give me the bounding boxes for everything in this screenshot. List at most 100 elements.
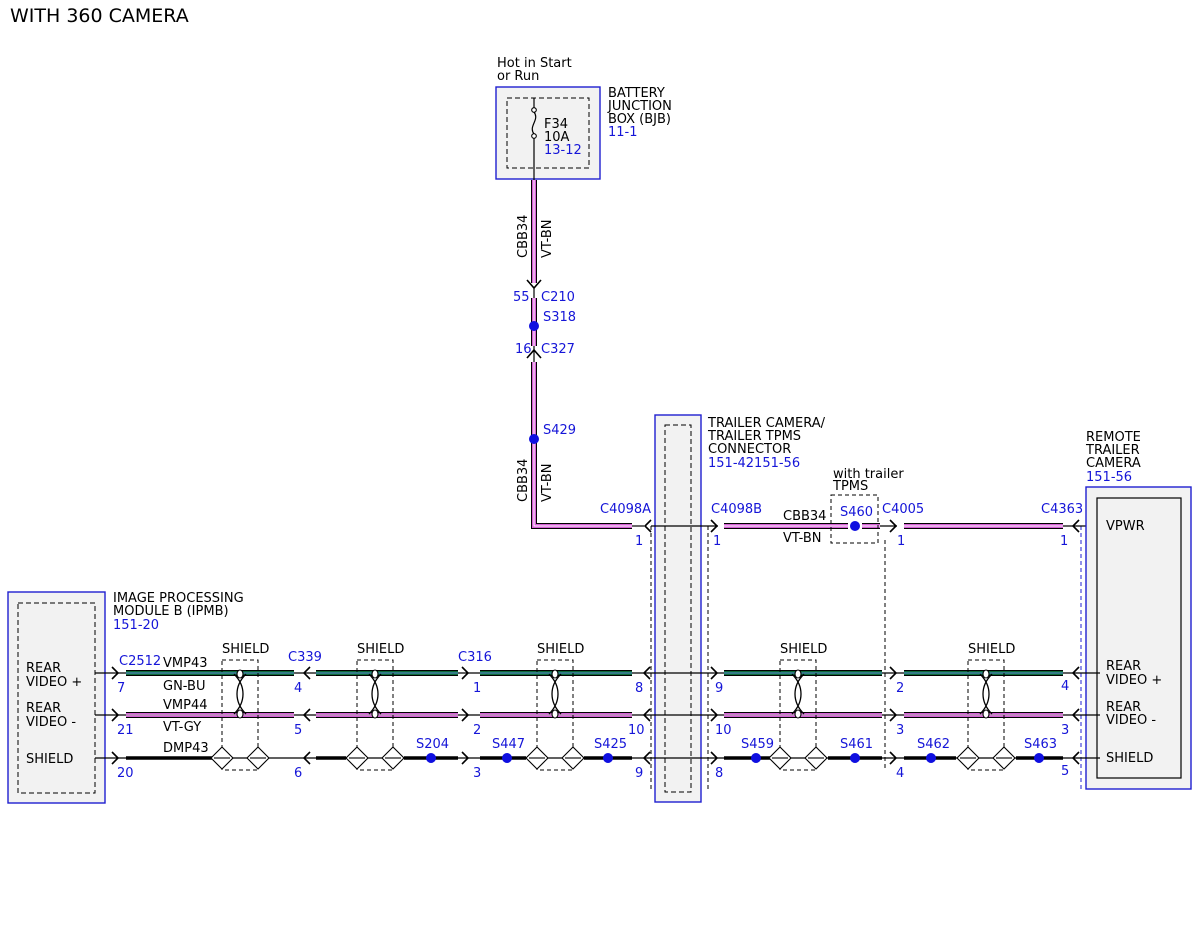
c2512-pin-1: 7 — [117, 681, 125, 696]
power-circuit-top: CBB34 — [516, 215, 531, 258]
c4005-label: C4005 — [882, 502, 924, 517]
trailer-connector-box — [654, 414, 702, 803]
c4005-pin-1: 2 — [896, 681, 904, 696]
bjb-condition-line2: or Run — [497, 69, 539, 84]
fuse-ref: 13-12 — [544, 143, 582, 158]
c4098b-pin-2: 10 — [715, 723, 732, 738]
bjb-inner-box — [506, 97, 590, 169]
c316-pin-3: 3 — [473, 766, 481, 781]
camera-pin-rv-plus-1: REAR — [1106, 659, 1141, 674]
shield-label-4: SHIELD — [780, 642, 827, 657]
vmp43-circuit: VMP43 — [163, 656, 208, 671]
ipmb-pin-shield: SHIELD — [26, 752, 73, 767]
c4005-power-arrow — [889, 519, 898, 533]
s461-label: S461 — [840, 737, 873, 752]
c339-pin-1: 4 — [294, 681, 302, 696]
bjb-name-line2: JUNCTION — [607, 99, 672, 114]
s459-splice — [751, 753, 761, 763]
c316-pin-2: 2 — [473, 723, 481, 738]
c316-label: C316 — [458, 650, 492, 665]
camera-name-line2: TRAILER — [1085, 443, 1140, 458]
power-color-top: VT-BN — [540, 219, 555, 258]
ipmb-module-box — [7, 591, 106, 804]
page-title: WITH 360 CAMERA — [10, 5, 189, 27]
power-circuit-bottom: CBB34 — [516, 459, 531, 502]
trailer-connector-line2: TRAILER TPMS — [707, 429, 801, 444]
bjb-condition-line1: Hot in Start — [497, 56, 572, 71]
bjb-module-box — [495, 86, 601, 180]
camera-ref: 151-56 — [1086, 470, 1132, 485]
c4098a-label: C4098A — [600, 502, 651, 517]
s460-label: S460 — [840, 505, 873, 520]
fuse-amp: 10A — [544, 130, 570, 145]
s429-splice — [529, 434, 539, 444]
ipmb-pin-rv-minus-2: VIDEO - — [26, 715, 76, 730]
c4098b-power-pin: 1 — [713, 534, 721, 549]
c339-pin-2: 5 — [294, 723, 302, 738]
c4005-pin-2: 3 — [896, 723, 904, 738]
ipmb-inner-box — [17, 602, 96, 794]
camera-inner-box — [1096, 497, 1182, 779]
trailer-connector-line1: TRAILER CAMERA/ — [707, 416, 826, 431]
shield-group-1: SHIELD — [210, 642, 270, 771]
shield-group-3: SHIELD — [525, 642, 585, 771]
camera-pin-rv-minus-2: VIDEO - — [1106, 713, 1156, 728]
tpms-option-box — [830, 494, 879, 544]
shield-group-2: SHIELD — [345, 642, 405, 771]
c2512-pin-3: 20 — [117, 766, 134, 781]
ipmb-ref: 151-20 — [113, 618, 159, 633]
bjb-name-line1: BATTERY — [608, 86, 665, 101]
c4363-power-pin: 1 — [1060, 534, 1068, 549]
s204-splice — [426, 753, 436, 763]
tpms-note-line2: TPMS — [832, 479, 868, 494]
c4098b-label: C4098B — [711, 502, 762, 517]
c327-pin: 16 — [515, 342, 532, 357]
c2512-pin-2: 21 — [117, 723, 134, 738]
c4363-power-arrow — [1071, 519, 1080, 533]
c4098a-power-pin: 1 — [635, 534, 643, 549]
s463-splice — [1034, 753, 1044, 763]
trailer-connector-line3: CONNECTOR — [708, 442, 791, 457]
c4098a-power-arrow — [643, 519, 652, 533]
ipmb-pin-rv-plus-2: VIDEO + — [26, 675, 82, 690]
trailer-connector-ref: 151-42151-56 — [708, 456, 800, 471]
c4363-label: C4363 — [1041, 502, 1083, 517]
s462-label: S462 — [917, 737, 950, 752]
shield-label-3: SHIELD — [537, 642, 584, 657]
ipmb-pin-rv-plus-1: REAR — [26, 661, 61, 676]
c4098b-power-arrow — [710, 519, 719, 533]
power-wire — [531, 180, 632, 529]
camera-pin-shield: SHIELD — [1106, 751, 1153, 766]
power-circuit-trailer: CBB34 — [783, 509, 826, 524]
c4098a-pin-2: 10 — [628, 723, 645, 738]
s460-splice — [850, 521, 860, 531]
s447-label: S447 — [492, 737, 525, 752]
bjb-name-line3: BOX (BJB) — [608, 112, 671, 127]
bjb-ref: 11-1 — [608, 125, 638, 140]
s461-splice — [850, 753, 860, 763]
s204-label: S204 — [416, 737, 449, 752]
dmp43-circuit: DMP43 — [163, 741, 209, 756]
s318-splice — [529, 321, 539, 331]
c4363-pin-1: 4 — [1061, 679, 1069, 694]
trailer-connector-inner — [664, 424, 692, 793]
power-color-bottom: VT-BN — [540, 463, 555, 502]
ipmb-pin-rv-minus-1: REAR — [26, 701, 61, 716]
tpms-note-line1: with trailer — [833, 467, 904, 482]
s318-label: S318 — [543, 310, 576, 325]
camera-name-line1: REMOTE — [1086, 430, 1141, 445]
shield-label-5: SHIELD — [968, 642, 1015, 657]
camera-pin-rv-minus-1: REAR — [1106, 700, 1141, 715]
vmp44-circuit: VMP44 — [163, 698, 208, 713]
s459-label: S459 — [741, 737, 774, 752]
c339-label: C339 — [288, 650, 322, 665]
c4098a-pin-3: 9 — [635, 766, 643, 781]
ipmb-name-line1: IMAGE PROCESSING — [113, 591, 244, 606]
s462-splice — [926, 753, 936, 763]
vmp44-color: VT-GY — [163, 720, 201, 735]
row-arrows — [111, 666, 1080, 765]
c4005-pin-3: 4 — [896, 766, 904, 781]
c4098a-pin-1: 8 — [635, 681, 643, 696]
c4363-pin-2: 3 — [1061, 723, 1069, 738]
